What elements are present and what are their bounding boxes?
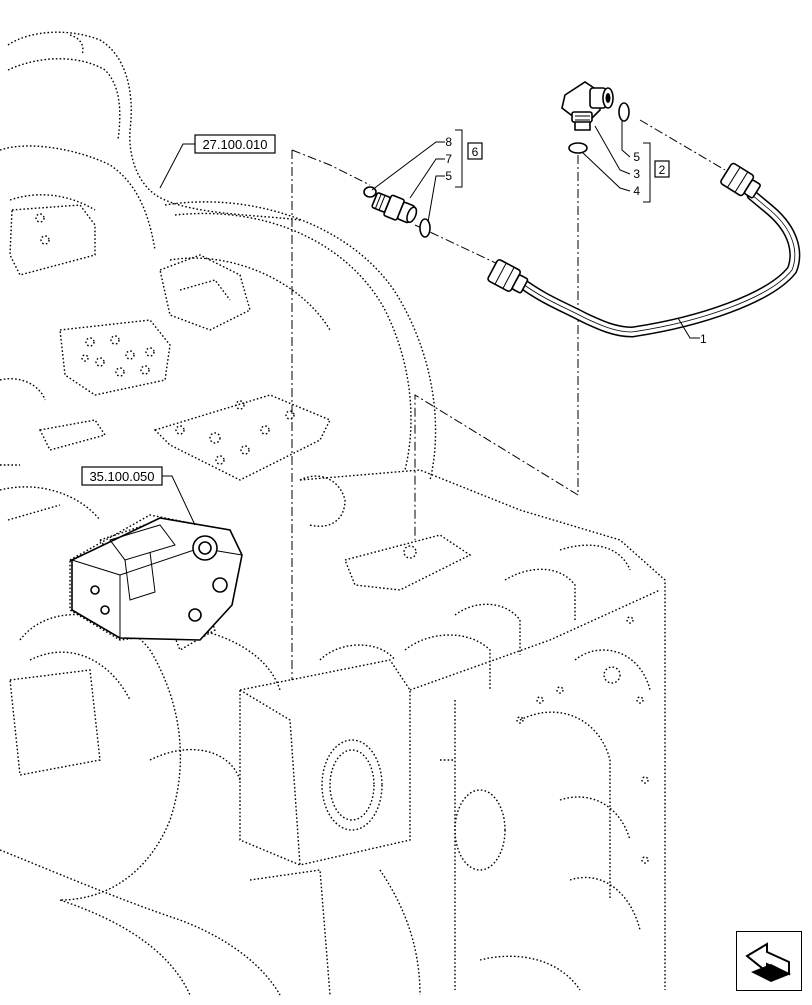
next-page-arrow-icon (745, 942, 791, 982)
callout-1: 1 (700, 332, 707, 346)
hydraulic-pipe (487, 162, 801, 338)
reference-27-100-010[interactable]: 27.100.010 (159, 134, 276, 189)
callout-group-6: 8 7 5 6 (371, 129, 483, 223)
callout-5: 5 (445, 169, 452, 183)
valve-block (71, 517, 243, 641)
kit-number-6: 6 (472, 145, 479, 159)
o-ring-5-icon (419, 218, 431, 238)
callout-5b: 5 (633, 150, 640, 164)
callout-4: 4 (633, 184, 640, 198)
straight-adapter-fitting (363, 186, 431, 238)
elbow-fitting (561, 81, 630, 154)
reference-35-100-050[interactable]: 35.100.050 (81, 466, 196, 526)
o-ring-5b-icon (618, 102, 630, 122)
callout-7: 7 (445, 152, 452, 166)
reference-label-2: 35.100.050 (89, 469, 154, 484)
tractor-housing-ghost (0, 31, 666, 996)
callout-group-2: 5 3 4 2 (581, 120, 670, 203)
callout-8: 8 (445, 135, 452, 149)
reference-label-1: 27.100.010 (202, 137, 267, 152)
kit-number-2: 2 (659, 163, 666, 177)
o-ring-4-icon (568, 142, 588, 154)
alignment-centerlines (291, 119, 726, 680)
callout-3: 3 (633, 167, 640, 181)
next-page-button[interactable] (736, 931, 802, 991)
callout-pipe: 1 (677, 317, 707, 346)
